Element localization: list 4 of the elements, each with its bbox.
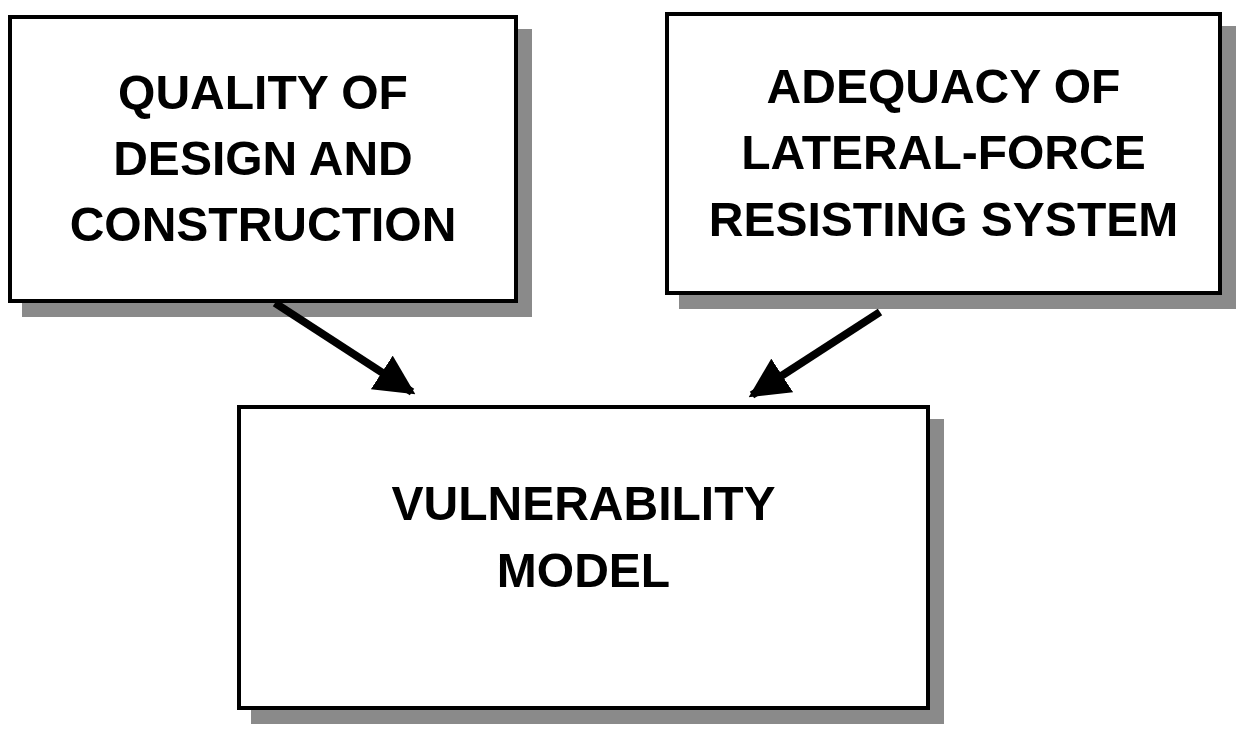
box-label: VULNERABILITY MODEL xyxy=(390,476,777,599)
arrow xyxy=(748,308,883,399)
box-label: ADEQUACY OF LATERAL-FORCE RESISTING SYSTEM xyxy=(707,59,1180,248)
box-label: QUALITY OF DESIGN AND CONSTRUCTION xyxy=(68,64,458,254)
